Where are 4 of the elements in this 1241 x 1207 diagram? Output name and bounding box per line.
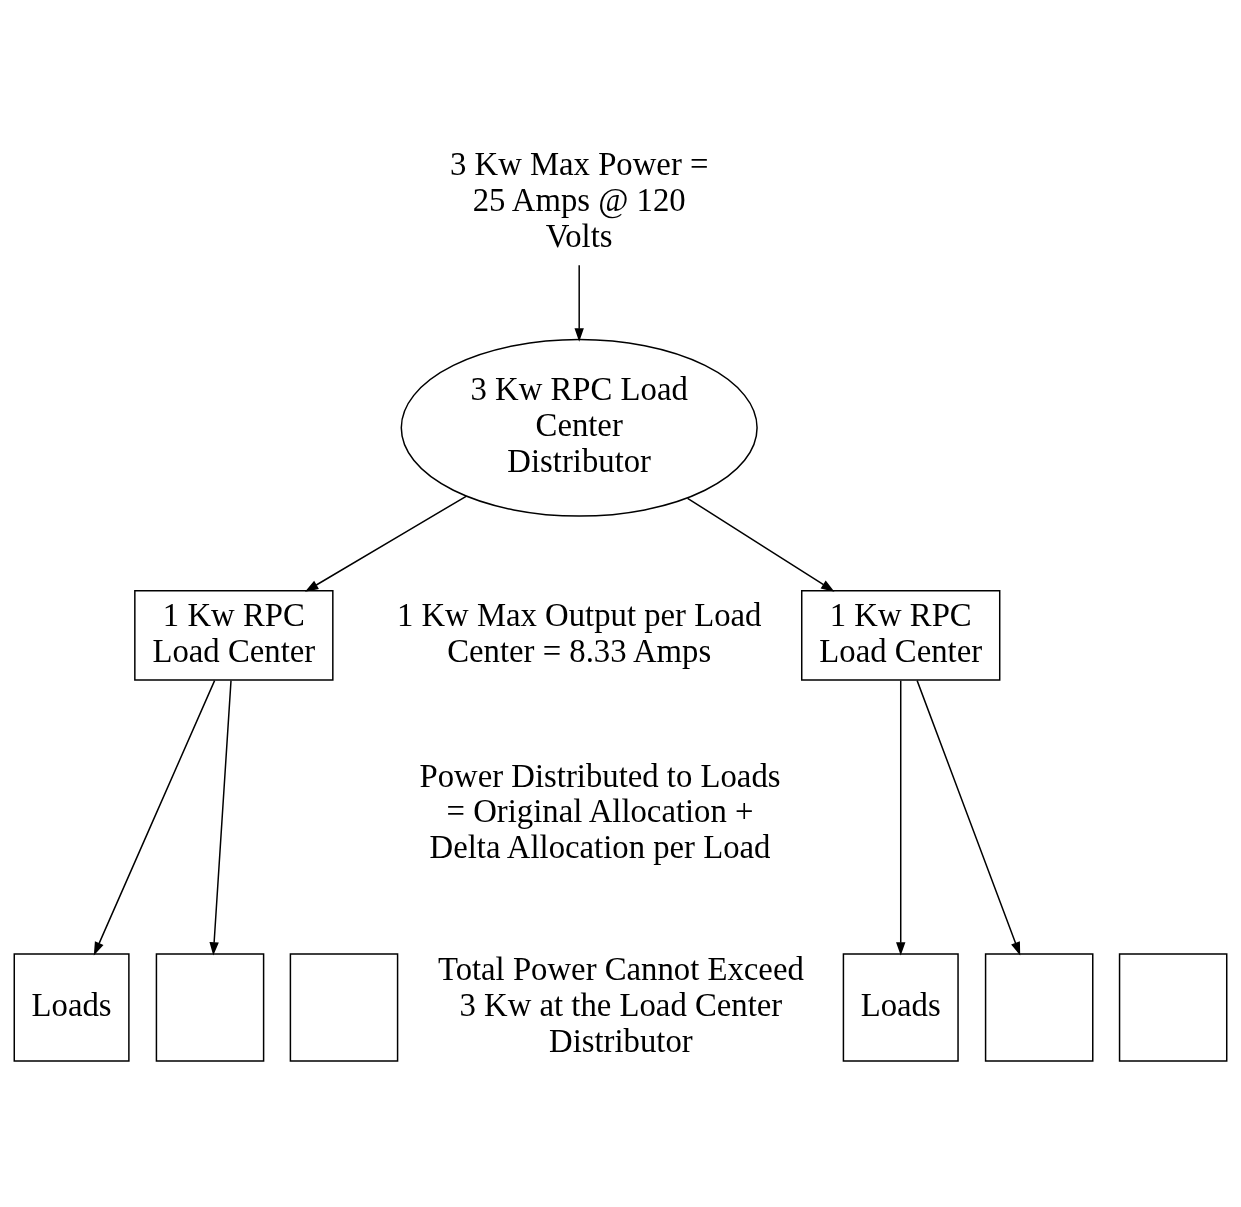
node-text: 3 Kw Max Power = 25 Amps @ 120 Volts <box>449 146 709 254</box>
label: Total Power Cannot Exceed 3 Kw at the Load Center Distributor <box>437 951 804 1059</box>
label: Power Distributed to Loads = Original Allocation + Delta Allocation per Load <box>419 757 781 866</box>
label: 1 Kw Max Output per Load Center = 8.33 Amps <box>396 596 762 669</box>
